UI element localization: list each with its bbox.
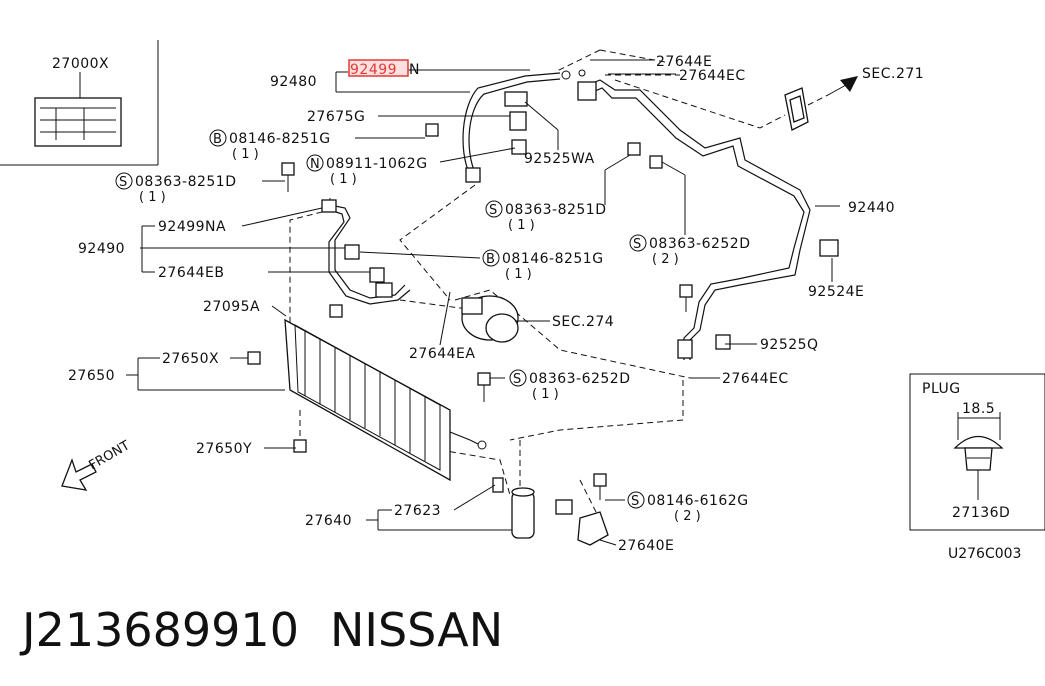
high-pressure-pipe xyxy=(462,69,586,183)
part-27623-label[interactable]: 27623 xyxy=(394,503,441,519)
sec-271-label[interactable]: SEC.271 xyxy=(862,66,924,82)
part-27640e-label[interactable]: 27640E xyxy=(618,538,674,554)
part-27650y-label[interactable]: 27650Y xyxy=(196,441,252,457)
compressor xyxy=(461,295,519,343)
part-labels: 92499 N 92480 27644E 27644EC SEC.271 276… xyxy=(61,54,924,554)
part-27136d-label[interactable]: 27136D xyxy=(952,505,1010,521)
prefix-s-icon: S xyxy=(631,494,639,509)
drawing-code: U276C003 xyxy=(948,546,1021,562)
reference-dashes xyxy=(289,49,829,521)
bolt-08146-8251g-a-label[interactable]: 08146-8251G xyxy=(229,131,331,147)
screw-08363-8251d-b-label[interactable]: 08363-8251D xyxy=(505,202,607,218)
prefix-s-icon: S xyxy=(633,237,641,252)
part-92440-label[interactable]: 92440 xyxy=(848,200,895,216)
part-27675g-label[interactable]: 27675G xyxy=(307,109,365,125)
part-27650-label[interactable]: 27650 xyxy=(68,368,115,384)
pipe-92490 xyxy=(321,199,411,305)
screw-08363-6252d-a-qty: ( 2 ) xyxy=(652,252,679,267)
screw-08363-6252d-b-qty: ( 1 ) xyxy=(532,387,559,402)
sec-274-label[interactable]: SEC.274 xyxy=(552,314,614,330)
firewall-block xyxy=(784,76,858,131)
part-27644ea-label[interactable]: 27644EA xyxy=(409,346,475,362)
receiver-drier xyxy=(492,477,609,546)
screw-08363-8251d-a-label[interactable]: 08363-8251D xyxy=(135,174,237,190)
part-92499n-label[interactable]: 92499 xyxy=(350,62,397,78)
part-27644ec-top-label[interactable]: 27644EC xyxy=(679,68,746,84)
plug-inset: PLUG 18.5 27136D xyxy=(909,373,1045,531)
part-92490-label[interactable]: 92490 xyxy=(78,241,125,257)
plug-dimension: 18.5 xyxy=(962,401,995,417)
part-27000x-label[interactable]: 27000X xyxy=(52,56,109,72)
caption-part-number: J213689910 xyxy=(19,603,299,657)
highlight-box xyxy=(348,59,409,77)
nut-08911-1062g-label[interactable]: 08911-1062G xyxy=(326,156,428,172)
part-92524e-label[interactable]: 92524E xyxy=(808,284,864,300)
part-92499n-suffix: N xyxy=(409,62,420,78)
part-92499na-label[interactable]: 92499NA xyxy=(158,219,226,235)
part-27644e-label[interactable]: 27644E xyxy=(656,54,712,70)
bolt-08146-8251g-b-qty: ( 1 ) xyxy=(505,267,532,282)
screw-08146-6162g-label[interactable]: 08146-6162G xyxy=(647,493,749,509)
plug-title: PLUG xyxy=(922,381,961,397)
condenser-27650 xyxy=(284,318,487,482)
prefix-s-icon: S xyxy=(119,175,127,190)
screw-08363-8251d-a-qty: ( 1 ) xyxy=(139,190,166,205)
caption-brand: NISSAN xyxy=(330,603,503,657)
prefix-s-icon: S xyxy=(513,372,521,387)
nut-08911-1062g-qty: ( 1 ) xyxy=(330,172,357,187)
front-label: FRONT xyxy=(87,438,133,473)
part-92525wa-label[interactable]: 92525WA xyxy=(524,151,595,167)
label-panel-27000x: 27000X xyxy=(0,40,159,166)
part-92525q-label[interactable]: 92525Q xyxy=(760,337,819,353)
screw-08363-6252d-a-label[interactable]: 08363-6252D xyxy=(649,236,751,252)
screw-08363-6252d-b-label[interactable]: 08363-6252D xyxy=(529,371,631,387)
prefix-n-icon: N xyxy=(310,157,320,172)
low-pressure-pipe-92440 xyxy=(577,79,811,360)
prefix-s-icon: S xyxy=(489,203,497,218)
part-27640-label[interactable]: 27640 xyxy=(305,513,352,529)
part-27095a-label[interactable]: 27095A xyxy=(203,299,260,315)
part-92480-label[interactable]: 92480 xyxy=(270,74,317,90)
bolt-08146-8251g-a-qty: ( 1 ) xyxy=(232,147,259,162)
front-arrow-icon xyxy=(61,458,97,491)
part-27644eb-label[interactable]: 27644EB xyxy=(158,265,225,281)
leader-lines xyxy=(126,59,840,546)
screw-08146-6162g-qty: ( 2 ) xyxy=(674,509,701,524)
prefix-b-icon: B xyxy=(486,252,495,267)
bolt-08146-8251g-b-label[interactable]: 08146-8251G xyxy=(502,251,604,267)
hardware xyxy=(247,123,839,500)
screw-08363-8251d-b-qty: ( 1 ) xyxy=(508,218,535,233)
part-27650x-label[interactable]: 27650X xyxy=(162,351,219,367)
part-27644ec-mid-label[interactable]: 27644EC xyxy=(722,371,789,387)
prefix-b-icon: B xyxy=(213,132,222,147)
